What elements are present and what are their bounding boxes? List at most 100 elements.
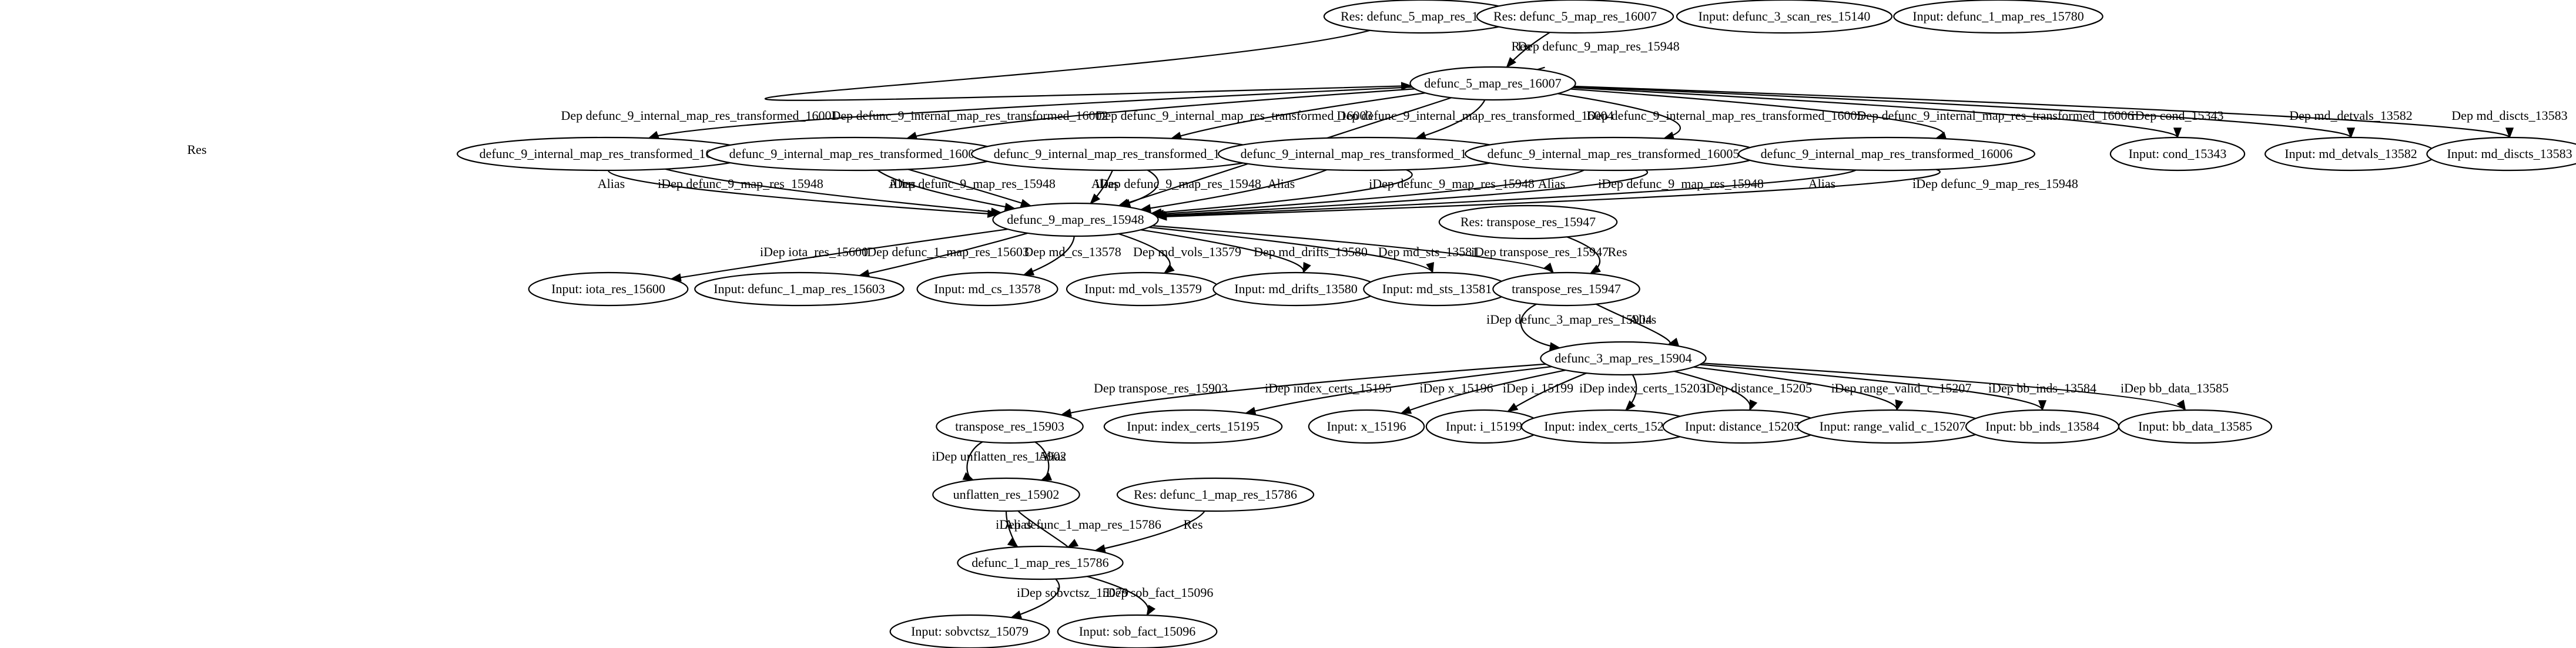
edge-line: [1572, 87, 2179, 138]
node-shape: [2118, 409, 2273, 444]
node-res-tr15947: Res: transpose_res_15947: [1438, 204, 1618, 240]
edge-line: [1154, 169, 1585, 216]
node-label: Input: md_drifts_13580: [1234, 281, 1358, 296]
edge-t16004-to-d9: iDep defunc_9_map_res_15948: [1150, 169, 1535, 217]
node-label: Input: md_sts_13581: [1382, 281, 1492, 296]
edge-label: iDep defunc_9_map_res_15948: [1912, 176, 2078, 191]
node-label: Input: md_detvals_13582: [2284, 146, 2417, 161]
edge-line: [1023, 236, 1075, 276]
edge-label: Res: [187, 142, 207, 157]
edge-label: iDep defunc_1_map_res_15603: [863, 244, 1029, 259]
node-in-cs: Input: md_cs_13578: [916, 271, 1058, 307]
edge-label: iDep defunc_9_map_res_15948: [1369, 176, 1535, 191]
edge-t16004-to-d9: Alias: [1140, 169, 1327, 213]
node-in-cond: Input: cond_15343: [2109, 136, 2246, 172]
edge-line: [1573, 86, 2352, 138]
node-shape: [889, 614, 1050, 648]
node-tr15947: transpose_res_15947: [1492, 271, 1640, 307]
node-in-d3-scan: Input: defunc_3_scan_res_15140: [1676, 0, 1893, 34]
node-label: defunc_9_internal_map_res_transformed_16…: [1761, 146, 2013, 161]
edge-line: [1596, 303, 1671, 345]
edge-line: [906, 88, 1415, 139]
edge-arrowhead: [1624, 400, 1636, 411]
edge-line: [1140, 169, 1327, 210]
edge-d5-to-d9: Dep defunc_9_map_res_15948: [1117, 39, 1680, 207]
node-label: Input: bb_inds_13584: [1985, 419, 2099, 434]
node-shape: [1492, 271, 1640, 307]
edge-line: [1061, 363, 1546, 416]
node-in-drifts: Input: md_drifts_13580: [1212, 271, 1379, 307]
edge-label: Dep defunc_9_map_res_15948: [1518, 39, 1680, 53]
node-in-idx15195: Input: index_certs_15195: [1103, 409, 1283, 444]
edge-arrowhead: [1506, 402, 1519, 412]
edge-arrowhead: [1040, 472, 1053, 481]
edge-line: [1401, 369, 1566, 414]
edge-label: iDep defunc_9_map_res_15948: [1096, 176, 1261, 191]
edge-label: iDep defunc_9_map_res_15948: [1598, 176, 1764, 191]
edge-line: [671, 228, 1008, 280]
node-label: Res: defunc_5_map_res_16007: [1493, 9, 1657, 23]
edge-label: iDep defunc_3_map_res_15904: [1486, 312, 1652, 327]
edge-label: iDep defunc_9_map_res_15948: [658, 176, 823, 191]
edge-arrowhead: [962, 472, 974, 481]
edge-t16002-to-d9: Alias: [877, 169, 1016, 211]
node-in-iota: Input: iota_res_15600: [528, 271, 689, 307]
edge-arrowhead: [1155, 212, 1167, 221]
edge-d1-to-in-sobvctsz: iDep sobvctsz_15079: [1010, 578, 1128, 619]
edge-arrowhead: [1543, 262, 1555, 274]
edge-t16006-to-d9: iDep defunc_9_map_res_15948: [1155, 169, 2078, 221]
node-label: Input: md_vols_13579: [1084, 281, 1202, 296]
edge-label: Alias: [1091, 176, 1118, 191]
edge-label: Alias: [1629, 312, 1656, 327]
edge-label: Dep defunc_9_internal_map_res_transforme…: [1857, 108, 2133, 123]
node-label: defunc_5_map_res_16007: [1424, 76, 1561, 90]
edge-label: iDep index_certs_15203: [1579, 381, 1706, 395]
node-in-x: Input: x_15196: [1308, 409, 1425, 444]
node-shape: [2426, 136, 2576, 172]
node-label: defunc_9_internal_map_res_transformed_16…: [480, 146, 732, 161]
node-in-range: Input: range_valid_c_15207: [1797, 409, 1988, 444]
edge-arrowhead: [647, 130, 660, 139]
node-shape: [694, 271, 905, 307]
node-shape: [916, 271, 1058, 307]
edge-arrowhead: [2346, 127, 2356, 139]
edge-line: [1702, 362, 2186, 411]
edge-label: Res: [1512, 39, 1531, 53]
node-in-sts: Input: md_sts_13581: [1363, 271, 1511, 307]
edge-arrowhead: [1506, 57, 1516, 69]
edge-line: [1140, 229, 1305, 273]
node-shape: [957, 545, 1124, 580]
edge-arrowhead: [990, 207, 1003, 216]
edge-label: Alias: [1808, 176, 1835, 191]
node-shape: [1540, 341, 1707, 376]
node-shape: [992, 202, 1159, 237]
edge-arrowhead: [2038, 400, 2047, 412]
node-shape: [1116, 477, 1315, 512]
node-shape: [1057, 614, 1218, 648]
edge-d9-to-in-cs: Dep md_cs_13578: [1022, 236, 1121, 276]
edge-line: [665, 168, 1001, 214]
node-in-d1-15780: Input: defunc_1_map_res_15780: [1893, 0, 2103, 34]
edge-d1-to-in-sobfact: iDep sob_fact_15096: [1087, 576, 1214, 617]
node-label: Input: bb_data_13585: [2138, 419, 2252, 434]
edge-line: [859, 232, 1029, 277]
edge-label: iDep iota_res_15600: [760, 244, 868, 259]
edge-line: [1574, 85, 2511, 138]
node-in-detvals: Input: md_detvals_13582: [2265, 136, 2438, 172]
edge-line: [1693, 366, 1898, 411]
edge-arrowhead: [1090, 193, 1101, 205]
edge-d9-to-in-iota: iDep iota_res_15600: [669, 228, 1008, 282]
edge-label: iDep sob_fact_15096: [1103, 585, 1214, 600]
node-in-d1-15603: Input: defunc_1_map_res_15603: [694, 271, 905, 307]
edge-tr15947-to-d3: Alias: [1596, 303, 1679, 346]
edge-label: Alias: [1268, 176, 1295, 191]
edge-label: Res: [1608, 244, 1627, 259]
edge-line: [1120, 169, 1159, 207]
node-label: transpose_res_15903: [955, 419, 1064, 434]
edge-label: Res: [1184, 517, 1203, 532]
node-label: Input: defunc_3_scan_res_15140: [1699, 9, 1871, 23]
node-label: Input: index_certs_15203: [1544, 419, 1676, 434]
node-label: Input: sob_fact_15096: [1079, 624, 1196, 639]
node-label: defunc_9_internal_map_res_transformed_16…: [1241, 146, 1493, 161]
node-label: Input: sobvctsz_15079: [911, 624, 1029, 639]
